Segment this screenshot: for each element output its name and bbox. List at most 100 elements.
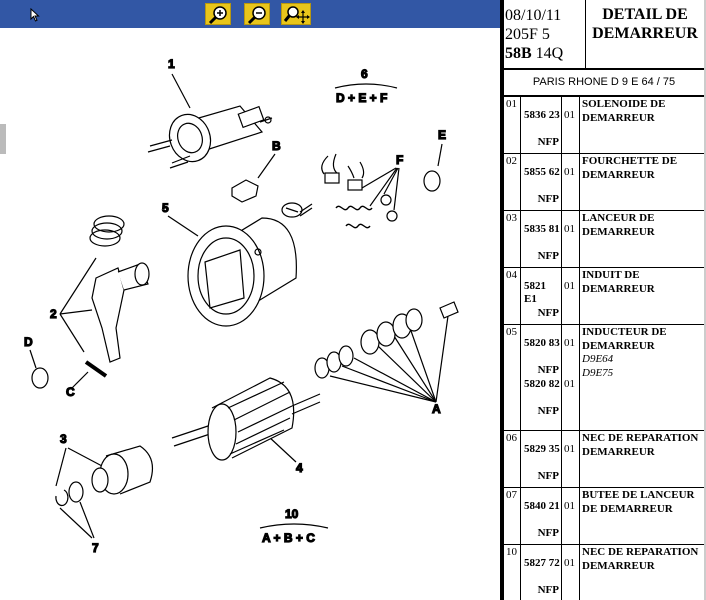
nfp-tag: NFP: [537, 584, 559, 596]
ref-cell: 5829 35 NFP: [521, 431, 562, 487]
bush-D-drawing: [31, 367, 49, 389]
part-position: 03: [506, 212, 517, 224]
ref-cell: 5821 E1 NFP: [521, 268, 562, 324]
desc-cell: BUTEE DE LANCEUR DE DEMARREUR: [580, 488, 704, 544]
qty-cell: 01: [562, 97, 580, 153]
fork-drawing: [91, 267, 125, 363]
part-reference[interactable]: 5820 83: [524, 337, 560, 349]
pos-cell: 07: [504, 488, 521, 544]
exploded-starter-diagram: 1 6 D + E + F E B F 5: [23, 56, 459, 556]
diagram-viewer[interactable]: 1 6 D + E + F E B F 5: [0, 0, 500, 600]
ref-cell: 5827 72 NFP: [521, 545, 562, 600]
label-F: F: [396, 153, 403, 167]
solenoid-drawing: [147, 105, 273, 169]
window-edge: [704, 0, 706, 600]
part-position: 01: [506, 98, 517, 110]
part-row[interactable]: 07 5840 21 NFP 01 BUTEE DE LANCEUR DE DEMARR…: [504, 488, 704, 545]
pos-cell: 05: [504, 325, 521, 430]
qty-cell: 01: [562, 545, 580, 600]
ref-cell: 5820 83 NFP 5820 82 NFP: [521, 325, 562, 430]
kit-6-formula: D + E + F: [336, 91, 387, 105]
label-7: 7: [92, 541, 99, 555]
desc-cell: INDUIT DE DEMARREUR: [580, 268, 704, 324]
qty-cell: 01: [562, 211, 580, 267]
desc-cell: FOURCHETTE DE DEMARREUR: [580, 154, 704, 210]
part-position: 10: [506, 546, 517, 558]
pos-cell: 06: [504, 431, 521, 487]
part-description: FOURCHETTE DE DEMARREUR: [582, 155, 678, 181]
nfp-tag: NFP: [537, 405, 559, 417]
part-description: SOLENOIDE DE DEMARREUR: [582, 98, 666, 124]
label-A: A: [432, 402, 441, 416]
nfp-tag: NFP: [537, 470, 559, 482]
spring-2-drawing: [89, 215, 125, 247]
zoom-out-button[interactable]: [244, 3, 270, 25]
label-E: E: [438, 128, 446, 142]
part-reference[interactable]: 5827 72: [524, 557, 560, 569]
part-reference[interactable]: 5855 62: [524, 166, 560, 178]
part-reference[interactable]: 5835 81: [524, 223, 560, 235]
part-description: LANCEUR DE DEMARREUR: [582, 212, 655, 238]
label-5: 5: [162, 201, 169, 215]
nfp-tag: NFP: [537, 364, 559, 376]
mouse-cursor-icon: [30, 8, 40, 22]
zoom-in-button[interactable]: [205, 3, 231, 25]
part-reference[interactable]: 5820 82: [524, 378, 560, 390]
desc-cell: NEC DE REPARATION DEMARREUR: [580, 545, 704, 600]
part-quantity: 01: [564, 166, 575, 178]
nfp-tag: NFP: [537, 527, 559, 539]
part-reference[interactable]: 5836 23: [524, 109, 560, 121]
engine-code: 58B 14Q: [505, 45, 564, 62]
label-C: C: [66, 385, 75, 399]
parts-panel[interactable]: 08/10/11 205F 5 58B 14Q DETAIL DE DEMARR…: [504, 0, 704, 600]
part-row[interactable]: 05 5820 83 NFP 5820 82 NFP 01 01 INDUCTEUR DE D…: [504, 325, 704, 431]
ref-cell: 5835 81 NFP: [521, 211, 562, 267]
variant-note: D9E64: [582, 353, 614, 365]
part-quantity: 01: [564, 500, 575, 512]
part-description: NEC DE REPARATION DEMARREUR: [582, 432, 699, 458]
part-reference[interactable]: 5829 35: [524, 443, 560, 455]
screw-drawing: [281, 202, 313, 218]
part-quantity: 01: [564, 443, 575, 455]
nfp-tag: NFP: [537, 307, 559, 319]
pos-cell: 10: [504, 545, 521, 600]
label-3: 3: [60, 432, 67, 446]
qty-cell: 01 01: [562, 325, 580, 430]
zoom-pan-button[interactable]: [281, 3, 311, 25]
starter-model: PARIS RHONE D 9 E 64 / 75: [504, 70, 704, 97]
nfp-tag: NFP: [537, 250, 559, 262]
bush-E-drawing: [423, 170, 441, 192]
vehicle-info: 08/10/11 205F 5 58B 14Q: [504, 0, 586, 68]
zoom-in-icon: [208, 6, 227, 25]
part-description: INDUIT DE DEMARREUR: [582, 269, 655, 295]
qty-cell: 01: [562, 488, 580, 544]
label-4: 4: [296, 461, 303, 475]
qty-cell: 01: [562, 268, 580, 324]
part-quantity: 01: [564, 378, 575, 390]
ref-cell: 5840 21 NFP: [521, 488, 562, 544]
part-position: 07: [506, 489, 517, 501]
part-description: BUTEE DE LANCEUR DE DEMARREUR: [582, 489, 695, 515]
pos-cell: 02: [504, 154, 521, 210]
part-reference[interactable]: 5821 E1: [524, 280, 546, 305]
field-housing-drawing: [187, 217, 297, 327]
part-quantity: 01: [564, 109, 575, 121]
part-B-drawing: [231, 179, 259, 203]
part-position: 05: [506, 326, 517, 338]
pos-cell: 04: [504, 268, 521, 324]
desc-cell: LANCEUR DE DEMARREUR: [580, 211, 704, 267]
part-quantity: 01: [564, 337, 575, 349]
drive-pinion-drawing: [55, 445, 153, 507]
qty-cell: 01: [562, 154, 580, 210]
part-reference[interactable]: 5840 21: [524, 500, 560, 512]
scroll-handle[interactable]: [0, 124, 6, 154]
